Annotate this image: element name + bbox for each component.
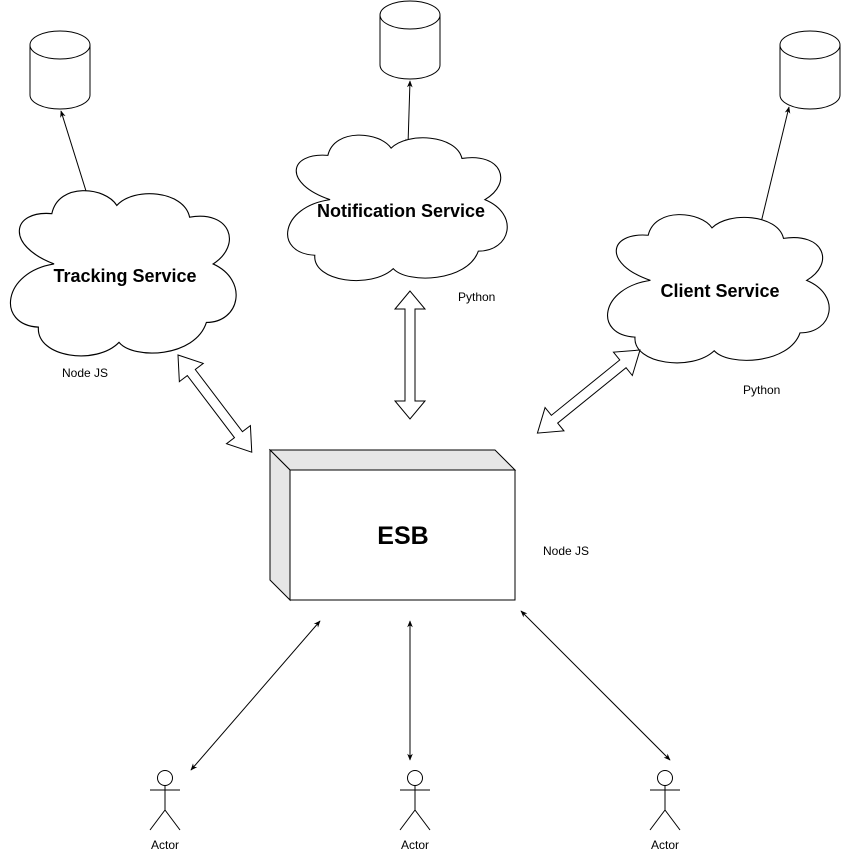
client-service-cloud bbox=[607, 214, 830, 364]
esb-tech-label: Node JS bbox=[543, 544, 589, 558]
tracking-service-cloud bbox=[9, 190, 237, 357]
actor-3-label: Actor bbox=[651, 838, 679, 851]
client-database bbox=[779, 30, 841, 110]
notification-service-label: Notification Service bbox=[317, 201, 485, 221]
client-db-connector bbox=[756, 106, 791, 236]
client-tech-label: Python bbox=[743, 383, 780, 397]
tracking-tech-label: Node JS bbox=[62, 366, 108, 380]
client-service-label: Client Service bbox=[660, 281, 779, 301]
actor-2-figure bbox=[399, 770, 431, 831]
notification-tech-label: Python bbox=[458, 290, 495, 304]
esb-box bbox=[268, 448, 517, 602]
client-esb-flow-arrow bbox=[536, 349, 641, 434]
actor-3-figure bbox=[649, 770, 681, 831]
actor-2-label: Actor bbox=[401, 838, 429, 851]
notification-service-cloud bbox=[287, 134, 508, 282]
notification-database bbox=[379, 0, 441, 80]
tracking-esb-flow-arrow bbox=[177, 354, 253, 453]
tracking-service-label: Tracking Service bbox=[53, 266, 196, 286]
actor-1-label: Actor bbox=[151, 838, 179, 851]
esb-actor-1-connector bbox=[190, 620, 321, 771]
tracking-database bbox=[29, 30, 91, 110]
esb-label: ESB bbox=[377, 522, 428, 550]
actor-1-figure bbox=[149, 770, 181, 831]
esb-actor-3-connector bbox=[520, 610, 671, 761]
notification-db-connector bbox=[405, 80, 413, 146]
notification-esb-flow-arrow bbox=[393, 290, 427, 420]
